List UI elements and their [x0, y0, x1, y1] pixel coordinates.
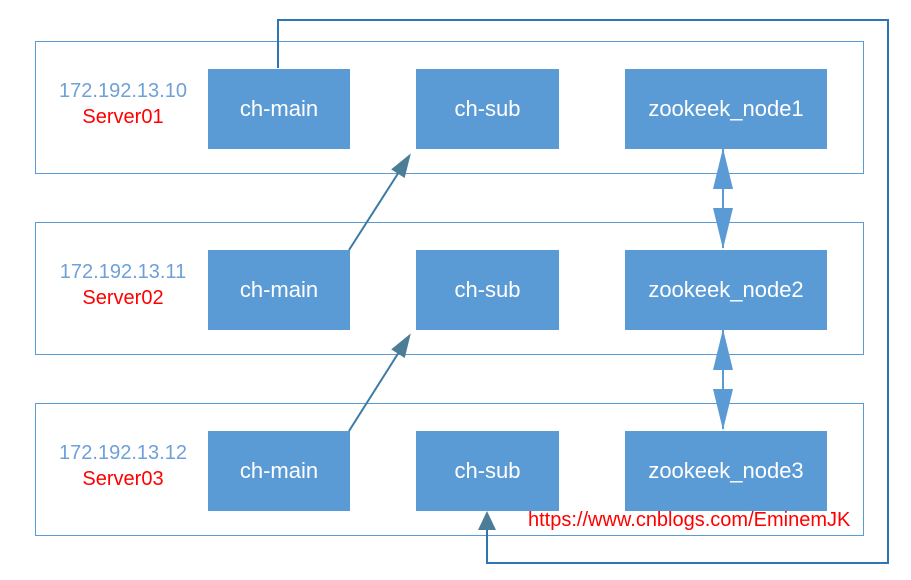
server-name: Server03 — [82, 468, 164, 490]
box-zookeeper-node3: zookeek_node3 — [625, 431, 827, 511]
box-zookeeper-node2: zookeek_node2 — [625, 250, 827, 330]
box-ch-sub-server02: ch-sub — [416, 250, 559, 330]
server-ip: 172.192.13.12 — [59, 442, 187, 464]
watermark-url: https://www.cnblogs.com/EminemJK — [528, 509, 851, 531]
server02-label: 172.192.13.11 Server02 — [42, 259, 204, 311]
server-ip: 172.192.13.10 — [59, 80, 187, 102]
box-ch-main-server01: ch-main — [208, 69, 350, 149]
box-ch-main-server03: ch-main — [208, 431, 350, 511]
server03-label: 172.192.13.12 Server03 — [42, 440, 204, 492]
server-name: Server02 — [82, 287, 164, 309]
server-name: Server01 — [82, 106, 164, 128]
server01-container: 172.192.13.10 Server01 ch-main ch-sub zo… — [35, 41, 864, 174]
box-ch-main-server02: ch-main — [208, 250, 350, 330]
box-zookeeper-node1: zookeek_node1 — [625, 69, 827, 149]
box-ch-sub-server01: ch-sub — [416, 69, 559, 149]
server02-container: 172.192.13.11 Server02 ch-main ch-sub zo… — [35, 222, 864, 355]
box-ch-sub-server03: ch-sub — [416, 431, 559, 511]
server01-label: 172.192.13.10 Server01 — [42, 78, 204, 130]
server-ip: 172.192.13.11 — [59, 261, 187, 283]
